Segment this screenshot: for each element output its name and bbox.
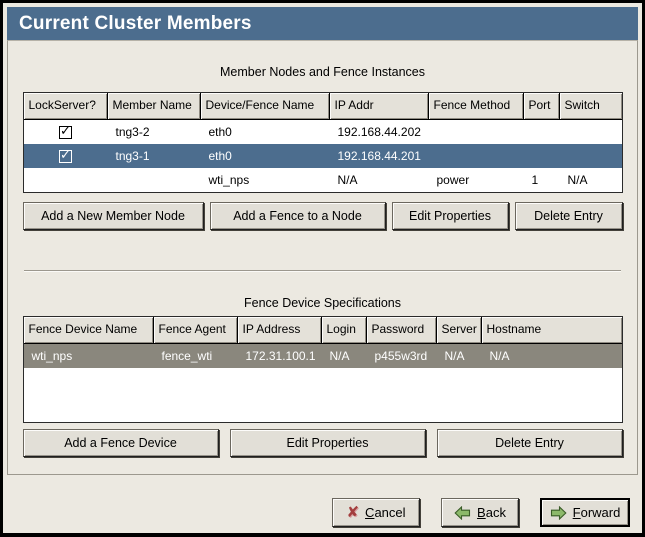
back-label: Back	[477, 505, 506, 520]
forward-label: Forward	[572, 505, 621, 520]
column-header-member-name[interactable]: Member Name	[107, 93, 201, 119]
members-table-body: ✓ tng3-2 eth0 192.168.44.202 ✓	[23, 120, 622, 192]
forward-button[interactable]: Forward	[540, 498, 630, 527]
add-fence-device-button[interactable]: Add a Fence Device	[22, 429, 219, 457]
cell-member-name	[108, 168, 201, 192]
cell-member-name: tng3-1	[115, 149, 150, 163]
fence-table-body: wti_nps fence_wti 172.31.100.1 N/A p455w…	[23, 344, 622, 422]
add-fence-to-node-button[interactable]: Add a Fence to a Node	[209, 202, 386, 230]
back-arrow-icon	[454, 505, 471, 520]
lockserver-checkbox[interactable]: ✓	[59, 147, 72, 163]
lockserver-checkbox[interactable]: ✓	[59, 123, 72, 139]
member-row-tng3-1-selected[interactable]: ✓ tng3-1 eth0 192.168.44.201	[23, 144, 622, 168]
page-title: Current Cluster Members	[19, 12, 252, 34]
fence-table-caption: Fence Device Specifications	[243, 296, 402, 310]
fence-devices-table: Fence Device Name Fence Agent IP Address…	[22, 316, 623, 423]
checkmark-icon: ✓	[60, 147, 71, 163]
delete-entry-button[interactable]: Delete Entry	[436, 429, 623, 457]
column-header-hostname[interactable]: Hostname	[481, 317, 622, 343]
cell-member-name: tng3-2	[115, 125, 150, 139]
edit-properties-button[interactable]: Edit Properties	[229, 429, 426, 457]
fence-device-row-wti-nps[interactable]: wti_nps fence_wti 172.31.100.1 N/A p455w…	[23, 344, 622, 368]
cell-device-fence-name: eth0	[208, 125, 232, 139]
cell-password: p455w3rd	[374, 349, 428, 363]
add-member-node-button[interactable]: Add a New Member Node	[22, 202, 204, 230]
section-separator	[24, 270, 621, 272]
cell-ip-addr: N/A	[337, 173, 358, 187]
cell-fence-method	[429, 120, 524, 144]
wizard-nav-buttons: ✘ Cancel Back Forward	[332, 498, 630, 527]
cell-switch	[560, 144, 622, 168]
cell-device-fence-name: eth0	[208, 149, 232, 163]
cell-port	[524, 120, 560, 144]
fence-table-header: Fence Device Name Fence Agent IP Address…	[23, 317, 622, 344]
cell-switch	[560, 120, 622, 144]
cell-fence-method: power	[436, 173, 470, 187]
cancel-x-icon: ✘	[346, 503, 360, 521]
back-button[interactable]: Back	[441, 498, 519, 527]
cell-login: N/A	[329, 349, 350, 363]
cell-port	[524, 144, 560, 168]
column-header-fence-method[interactable]: Fence Method	[428, 93, 524, 119]
members-table-caption: Member Nodes and Fence Instances	[220, 65, 425, 79]
column-header-password[interactable]: Password	[366, 317, 437, 343]
cell-fence-method	[429, 144, 524, 168]
column-header-port[interactable]: Port	[523, 93, 560, 119]
delete-entry-button[interactable]: Delete Entry	[514, 202, 623, 230]
cell-fence-agent: fence_wti	[161, 349, 213, 363]
cancel-button[interactable]: ✘ Cancel	[332, 498, 420, 527]
edit-properties-button[interactable]: Edit Properties	[391, 202, 509, 230]
members-table-header: LockServer? Member Name Device/Fence Nam…	[23, 93, 622, 120]
column-header-switch[interactable]: Switch	[559, 93, 622, 119]
column-header-server[interactable]: Server	[436, 317, 482, 343]
cell-switch: N/A	[567, 173, 588, 187]
fence-instance-row-wti-nps[interactable]: wti_nps N/A power 1 N/A	[24, 168, 622, 192]
cell-hostname: N/A	[489, 349, 510, 363]
column-header-lockserver[interactable]: LockServer?	[23, 93, 108, 119]
column-header-login[interactable]: Login	[321, 317, 367, 343]
cell-device-fence-name: wti_nps	[208, 173, 250, 187]
column-header-fence-device-name[interactable]: Fence Device Name	[23, 317, 154, 343]
cell-server: N/A	[444, 349, 465, 363]
column-header-device-fence-name[interactable]: Device/Fence Name	[200, 93, 330, 119]
cell-fence-device-name: wti_nps	[31, 349, 73, 363]
members-button-row: Add a New Member Node Add a Fence to a N…	[22, 202, 623, 230]
column-header-ip-addr[interactable]: IP Addr	[329, 93, 429, 119]
forward-arrow-icon	[550, 505, 567, 520]
members-table: LockServer? Member Name Device/Fence Nam…	[22, 92, 623, 193]
cell-ip-addr: 192.168.44.202	[337, 125, 421, 139]
page-title-bar: Current Cluster Members	[7, 7, 638, 40]
fence-button-row: Add a Fence Device Edit Properties Delet…	[22, 429, 623, 457]
cell-ip-address: 172.31.100.1	[245, 349, 316, 363]
member-row-tng3-2[interactable]: ✓ tng3-2 eth0 192.168.44.202	[24, 120, 622, 144]
cancel-label: Cancel	[365, 505, 406, 520]
cell-ip-addr: 192.168.44.201	[337, 149, 421, 163]
checkmark-icon: ✓	[60, 123, 71, 139]
column-header-ip-address[interactable]: IP Address	[237, 317, 322, 343]
cell-port: 1	[531, 173, 539, 187]
content-panel: Member Nodes and Fence Instances LockSer…	[7, 40, 638, 475]
column-header-fence-agent[interactable]: Fence Agent	[153, 317, 238, 343]
